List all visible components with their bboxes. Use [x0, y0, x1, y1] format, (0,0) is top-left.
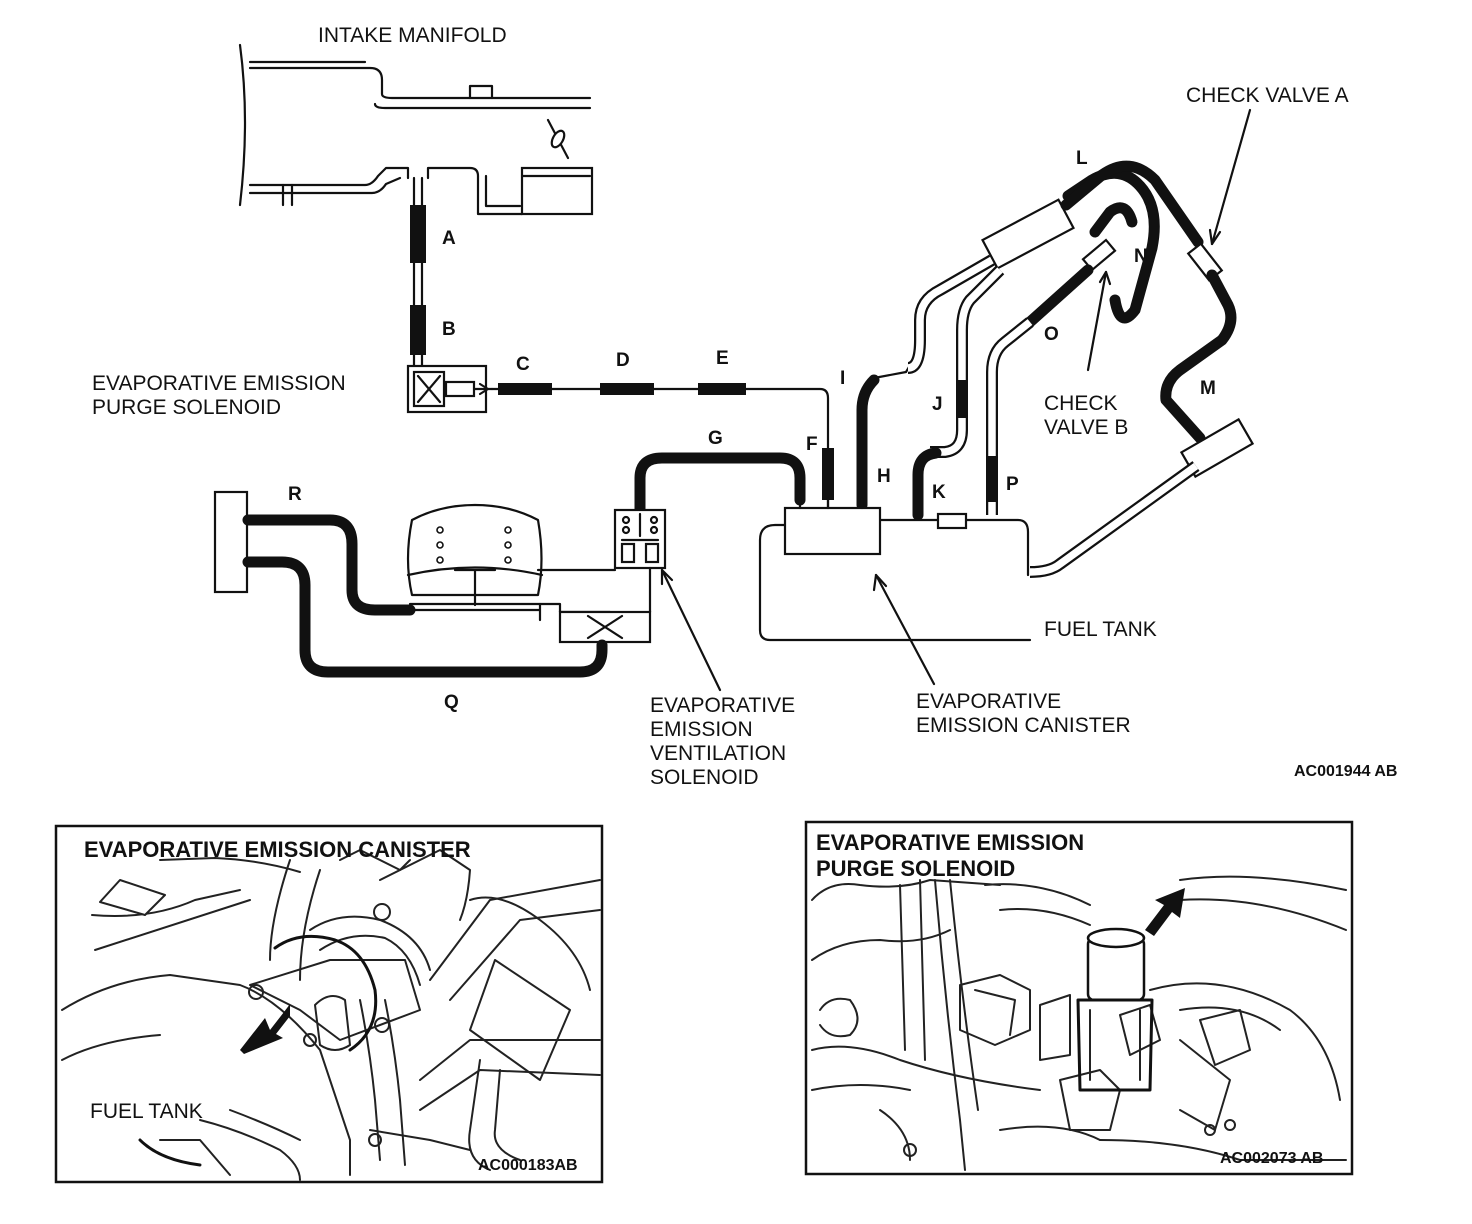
label-canister-1: EVAPORATIVE: [916, 690, 1061, 713]
panel-left-title: EVAPORATIVE EMISSION CANISTER: [84, 837, 471, 862]
panel-right-code: AC002073 AB: [1220, 1150, 1323, 1167]
hose-a-b-line: A B: [410, 176, 456, 370]
hose-label-b: B: [442, 319, 456, 340]
hose-label-o: O: [1044, 324, 1059, 345]
photo-panel-purge-solenoid: EVAPORATIVE EMISSION PURGE SOLENOID AC00…: [804, 820, 1354, 1176]
hose-c-d-e-f-line: C D E F: [490, 348, 834, 512]
hose-label-h: H: [877, 466, 891, 487]
hose-label-p: P: [1006, 474, 1019, 495]
label-intake-manifold: INTAKE MANIFOLD: [318, 24, 507, 47]
main-diagram-code: AC001944 AB: [1294, 763, 1397, 780]
evap-canister: EVAPORATIVE EMISSION CANISTER: [783, 496, 1131, 737]
label-vent-solenoid-2: EMISSION: [650, 718, 753, 741]
hose-label-c: C: [516, 354, 530, 375]
fuel-tank: FUEL TANK: [758, 512, 1157, 642]
label-vent-solenoid-4: SOLENOID: [650, 766, 759, 789]
check-valve-a-and-hose-m: CHECK VALVE A M: [1029, 84, 1349, 578]
hose-label-d: D: [616, 350, 630, 371]
label-canister-2: EMISSION CANISTER: [916, 714, 1131, 737]
hose-label-f: F: [806, 434, 818, 455]
hose-label-n: N: [1134, 246, 1148, 267]
hose-g: G: [634, 428, 806, 518]
label-check-valve-a: CHECK VALVE A: [1186, 84, 1349, 107]
label-check-valve-b-1: CHECK: [1044, 392, 1118, 415]
hose-label-r: R: [288, 484, 302, 505]
panel-right-title-1: EVAPORATIVE EMISSION: [816, 830, 1084, 855]
label-check-valve-b-2: VALVE B: [1044, 416, 1128, 439]
hose-h-i-j-l: H I L J: [840, 148, 1204, 511]
label-vent-solenoid-3: VENTILATION: [650, 742, 786, 765]
intake-manifold: INTAKE MANIFOLD: [238, 24, 594, 216]
air-filter-and-pipes: R Q: [213, 484, 652, 713]
hose-label-i: I: [840, 368, 845, 389]
ventilation-solenoid: EVAPORATIVE EMISSION VENTILATION SOLENOI…: [613, 508, 795, 789]
label-fuel-tank: FUEL TANK: [1044, 618, 1157, 641]
hose-label-a: A: [442, 228, 456, 249]
hose-k-n-o-p: K N O P CHECK VALVE B: [912, 202, 1148, 521]
hose-label-e: E: [716, 348, 729, 369]
panel-left-code: AC000183AB: [478, 1157, 578, 1174]
photo-panel-canister: EVAPORATIVE EMISSION CANISTER FUEL TANK …: [54, 824, 604, 1184]
hose-label-g: G: [708, 428, 723, 449]
panel-left-fuel-tank: FUEL TANK: [90, 1100, 203, 1123]
label-purge-solenoid-2: PURGE SOLENOID: [92, 396, 281, 419]
panel-right-title-2: PURGE SOLENOID: [816, 856, 1015, 881]
hose-label-l: L: [1076, 148, 1088, 169]
purge-solenoid: EVAPORATIVE EMISSION PURGE SOLENOID: [92, 364, 494, 419]
hose-label-k: K: [932, 482, 946, 503]
label-purge-solenoid-1: EVAPORATIVE EMISSION: [92, 372, 346, 395]
hose-label-j: J: [932, 394, 943, 415]
hose-label-q: Q: [444, 692, 459, 713]
label-vent-solenoid-1: EVAPORATIVE: [650, 694, 795, 717]
hose-label-m: M: [1200, 378, 1216, 399]
